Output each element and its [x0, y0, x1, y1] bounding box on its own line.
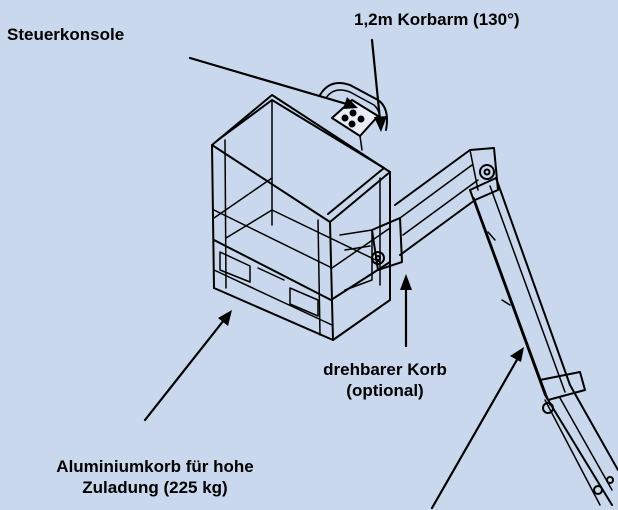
label-rotating-basket-line1: drehbarer Korb	[323, 360, 447, 379]
label-aluminium-basket-line2: Zuladung (225 kg)	[82, 478, 228, 497]
basket	[211, 82, 391, 341]
label-aluminium-basket: Aluminiumkorb für hohe Zuladung (225 kg)	[0, 456, 310, 498]
control-console	[331, 99, 379, 151]
label-rotating-basket-line2: (optional)	[346, 381, 424, 400]
label-aluminium-basket-line1: Aluminiumkorb für hohe	[56, 457, 254, 476]
label-control-console: Steuerkonsole	[7, 25, 125, 44]
boom-arm	[469, 177, 618, 506]
jib-arm	[371, 147, 499, 271]
label-rotating-basket: drehbarer Korb (optional)	[285, 359, 485, 401]
leader-arrows	[143, 38, 524, 510]
label-jib-arm: 1,2m Korbarm (130°)	[354, 10, 520, 29]
